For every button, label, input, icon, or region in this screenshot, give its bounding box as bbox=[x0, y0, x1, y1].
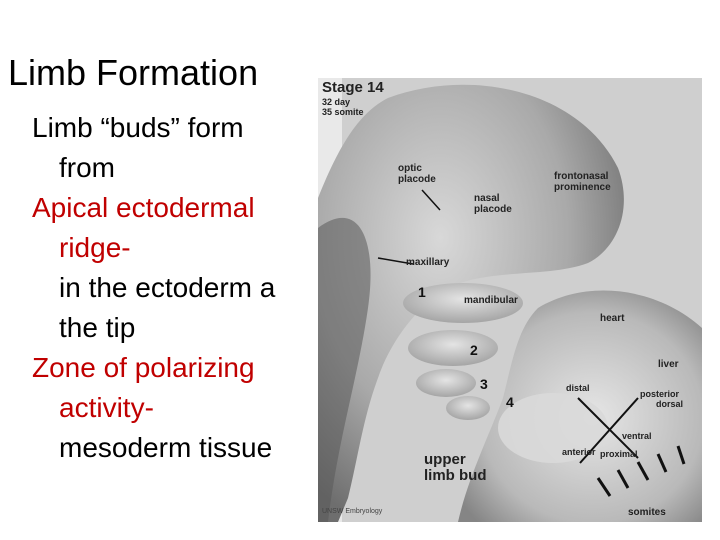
proximal-label: proximal bbox=[600, 449, 638, 459]
stage-label: Stage 14 bbox=[322, 79, 384, 96]
bullet-line: mesoderm tissue bbox=[59, 432, 273, 463]
bullet-line: Zone of polarizing bbox=[32, 352, 255, 383]
maxillary-label: maxillary bbox=[406, 257, 450, 268]
arch-number: 3 bbox=[480, 376, 488, 392]
bullet-line: ridge- bbox=[59, 232, 131, 263]
distal-label: distal bbox=[566, 383, 590, 393]
arch-number: 2 bbox=[470, 342, 478, 358]
credit-label: UNSW Embryology bbox=[322, 508, 383, 515]
bullet-line: Apical ectodermal bbox=[32, 192, 255, 223]
nasal-placode-label: nasal placode bbox=[474, 193, 512, 215]
ventral-label: ventral bbox=[622, 431, 652, 441]
bullet-line: the tip bbox=[59, 312, 136, 343]
anterior-label: anterior bbox=[562, 447, 596, 457]
optic-placode-label: optic placode bbox=[398, 163, 436, 185]
slide-title: Limb Formation bbox=[8, 52, 259, 93]
frontonasal-label: frontonasal prominence bbox=[554, 171, 611, 193]
posterior-label: posterior bbox=[640, 389, 680, 399]
bullet-list: Limb “buds” form from Apical ectodermal … bbox=[32, 108, 332, 468]
dorsal-label: dorsal bbox=[656, 399, 684, 409]
somite-count-label: 35 somite bbox=[322, 107, 364, 117]
embryo-illustration bbox=[318, 78, 702, 522]
liver-label: liver bbox=[658, 359, 679, 370]
upper-limb-bud-label: upper limb bud bbox=[424, 451, 487, 484]
embryo-image: Stage 14 32 day 35 somite optic placode … bbox=[318, 78, 702, 522]
day-label: 32 day bbox=[322, 97, 351, 107]
bullet-line: activity- bbox=[59, 392, 154, 423]
somites-label: somites bbox=[628, 507, 666, 518]
heart-label: heart bbox=[600, 313, 625, 324]
bullet-line: in the ectoderm a bbox=[59, 272, 276, 303]
mandibular-label: mandibular bbox=[464, 295, 518, 306]
bullet-line: from bbox=[59, 152, 115, 183]
arch-number: 1 bbox=[418, 284, 426, 300]
bullet-line: Limb “buds” form bbox=[32, 112, 244, 143]
arch-number: 4 bbox=[506, 394, 514, 410]
